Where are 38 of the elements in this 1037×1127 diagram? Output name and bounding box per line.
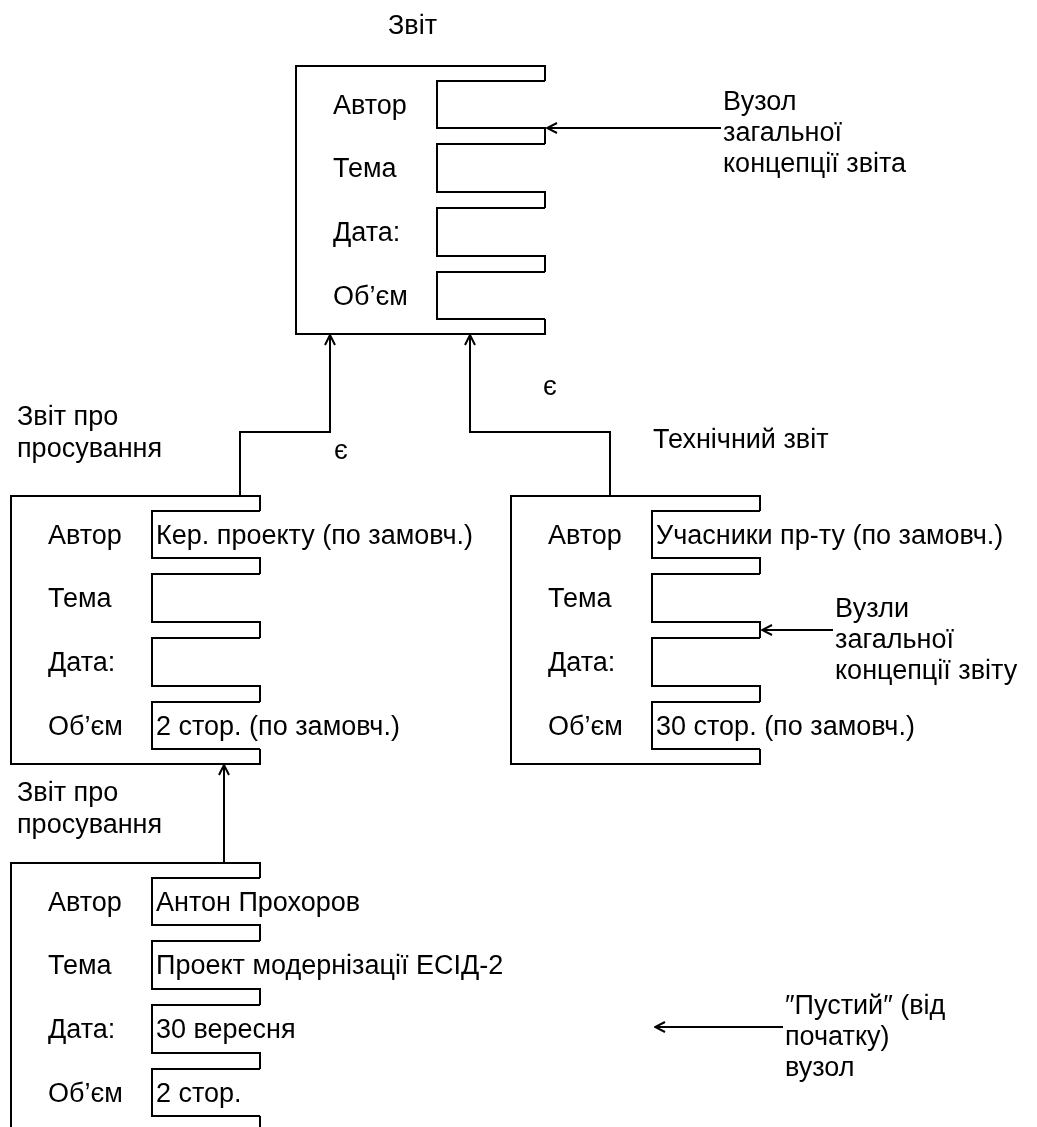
slot-label: Об’єм xyxy=(48,712,123,739)
slot-value: 2 стор. xyxy=(156,1079,242,1106)
annotation-text: Вузол загальної концепції звіта xyxy=(723,86,908,180)
slot-label: Дата: xyxy=(548,648,616,676)
arrow xyxy=(464,334,611,496)
arrow xyxy=(218,764,230,863)
arrow xyxy=(654,1021,784,1033)
slot-label: Об’єм xyxy=(333,282,408,309)
frame-title: Технічний звіт xyxy=(653,423,830,456)
slot-value: Проект модернізації ЕСІД-2 xyxy=(156,951,504,979)
slot-value: Кер. проекту (по замовч.) xyxy=(156,521,473,548)
slot-label: Об’єм xyxy=(548,712,623,739)
slot-label: Тема xyxy=(48,584,112,612)
slot-value: 2 стор. (по замовч.) xyxy=(156,712,400,739)
slot-value: Учасники пр-ту (по замовч.) xyxy=(656,521,1004,548)
frame-title: Звіт про просування xyxy=(17,400,164,465)
annotation-text: Вузли загальної концепції звіту xyxy=(835,593,1019,687)
arrow xyxy=(239,334,336,496)
annotation-text: ″Пустий″ (від початку) вузол xyxy=(785,990,947,1084)
frame-title: Звіт xyxy=(388,9,439,42)
slot-label: Автор xyxy=(48,888,122,915)
slot-value: 30 стор. (по замовч.) xyxy=(656,712,915,739)
slot-label: Автор xyxy=(548,521,622,548)
slot-value: 30 вересня xyxy=(156,1015,296,1043)
arrow xyxy=(546,122,722,134)
slot-label: Дата: xyxy=(48,648,116,676)
slot-label: Тема xyxy=(48,951,112,979)
slot-label: Тема xyxy=(548,584,612,612)
slot-label: Дата: xyxy=(48,1015,116,1043)
slot-value: Антон Прохоров xyxy=(156,888,361,915)
frame-box xyxy=(295,65,546,335)
arrow xyxy=(761,624,834,636)
slot-label: Тема xyxy=(333,154,397,182)
slot-label: Об’єм xyxy=(48,1079,123,1106)
slot-label: Дата: xyxy=(333,218,401,246)
slot-label: Автор xyxy=(333,91,407,118)
frame-title: Звіт про просування xyxy=(17,776,164,841)
slot-label: Автор xyxy=(48,521,122,548)
